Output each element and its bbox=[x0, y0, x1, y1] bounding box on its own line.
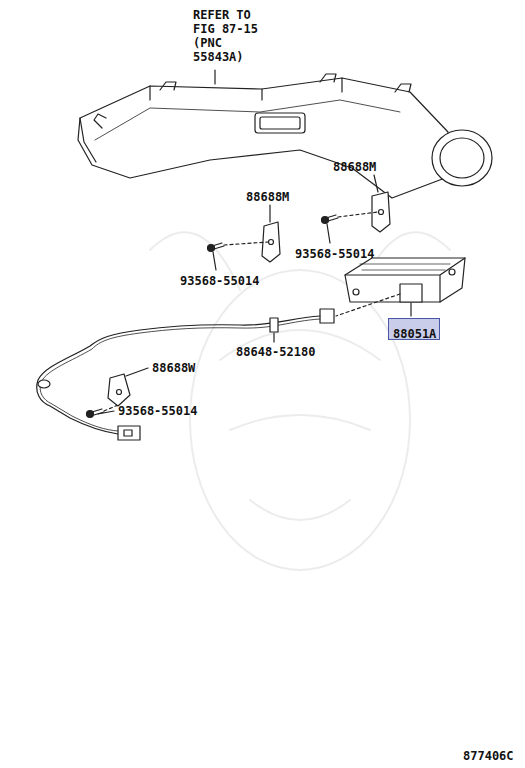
part-number: 88648-52180 bbox=[236, 345, 315, 359]
part-number: 93568-55014 bbox=[295, 247, 374, 261]
reference-note: REFER TO FIG 87-15 (PNC 55843A) bbox=[193, 8, 265, 64]
air-duct bbox=[78, 70, 492, 198]
amplifier-module bbox=[345, 258, 465, 316]
part-number: 88688M bbox=[246, 190, 289, 204]
part-number: 88688W bbox=[152, 361, 195, 375]
part-number: 88688M bbox=[333, 160, 376, 174]
figure-number: 877406C bbox=[463, 749, 514, 763]
highlighted-part-box: 88051A bbox=[388, 318, 440, 340]
bracket-m bbox=[262, 175, 390, 262]
wire-harness bbox=[37, 294, 400, 440]
screw bbox=[87, 212, 379, 418]
part-number: 93568-55014 bbox=[118, 404, 197, 418]
part-number: 88051A bbox=[393, 327, 436, 341]
part-number: 93568-55014 bbox=[180, 274, 259, 288]
